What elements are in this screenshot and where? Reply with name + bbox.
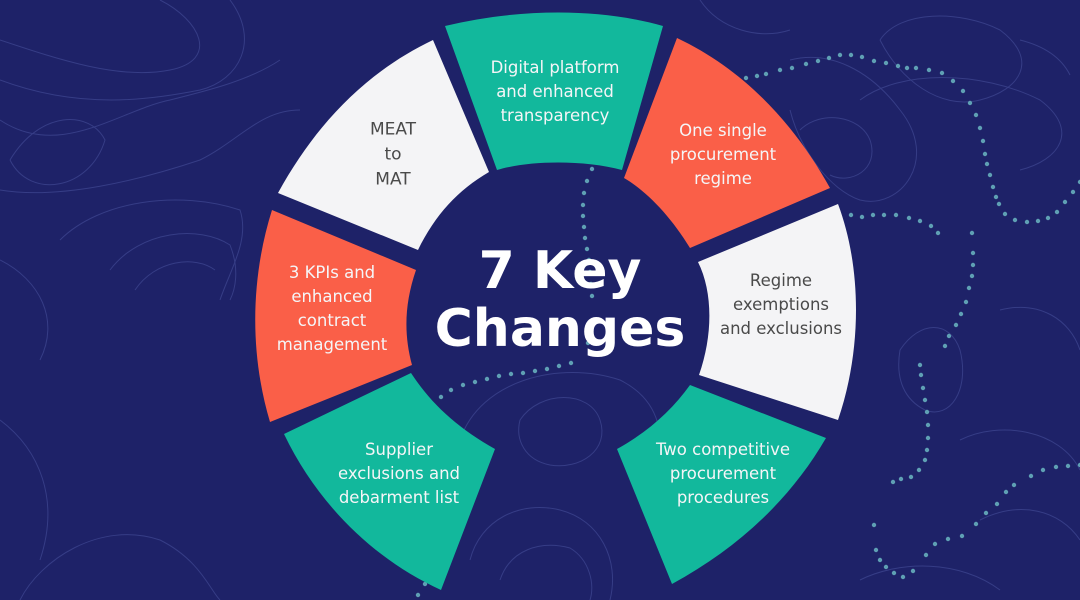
label-meat-to-mat: MEAT to MAT: [369, 119, 417, 190]
segment-digital-platform: [445, 12, 663, 170]
segment-supplier-exclusions: [284, 373, 495, 590]
segment-kpis-contract-management: [255, 210, 416, 422]
label-regime-exemptions: Regime exemptions and exclusions: [719, 271, 843, 338]
label-digital-platform: Digital platform and enhanced transparen…: [490, 58, 620, 125]
center-title: 7 Key Changes: [434, 241, 686, 359]
segment-regime-exemptions: [698, 204, 856, 420]
label-kpis-contract-management: 3 KPIs and enhanced contract management: [276, 263, 388, 354]
label-single-regime: One single procurement regime: [669, 121, 777, 188]
label-supplier-exclusions: Supplier exclusions and debarment list: [337, 440, 461, 507]
segment-meat-to-mat: [278, 40, 489, 250]
segment-competitive-procedures: [617, 385, 826, 584]
segment-single-regime: [624, 38, 830, 248]
label-competitive-procedures: Two competitive procurement procedures: [655, 440, 791, 507]
